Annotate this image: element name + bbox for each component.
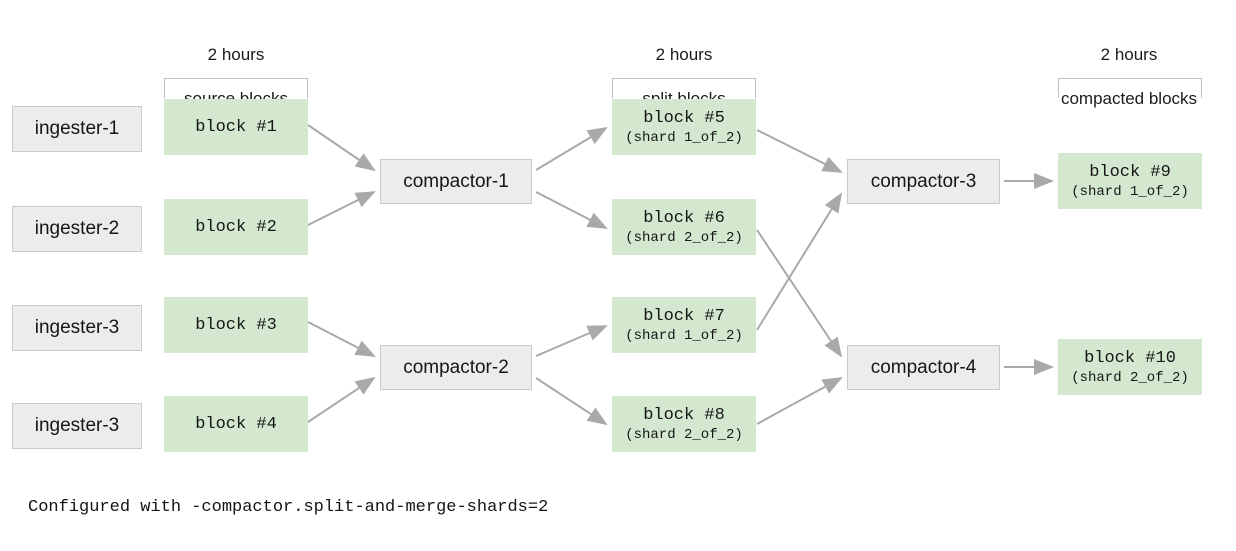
block-label: block #5 — [643, 108, 725, 128]
block-shard-label: (shard 2_of_2) — [1071, 369, 1189, 386]
edge-compactor2-block8 — [535, 377, 608, 426]
compactor-node-1[interactable]: compactor-1 — [380, 159, 532, 204]
block-label: block #3 — [195, 315, 277, 335]
source-block-2[interactable]: block #2 — [164, 199, 308, 255]
ingester-label: ingester-1 — [34, 118, 120, 139]
source-block-1[interactable]: block #1 — [164, 99, 308, 155]
block-label: block #4 — [195, 414, 277, 434]
edge-block5-compactor3 — [756, 129, 843, 173]
compactor-label: compactor-1 — [403, 170, 509, 192]
ingester-label: ingester-3 — [34, 317, 120, 338]
edge-compactor2-block7 — [535, 325, 608, 357]
ingester-label: ingester-2 — [34, 218, 120, 239]
ingester-node-3[interactable]: ingester-3 — [12, 305, 142, 351]
block-shard-label: (shard 1_of_2) — [1071, 183, 1189, 200]
block-shard-label: (shard 2_of_2) — [625, 426, 743, 443]
column-heading-compacted-line2: compacted blocks — [1060, 89, 1198, 108]
bracket-compacted-blocks — [1058, 78, 1202, 98]
edge-block6-compactor4 — [756, 229, 843, 358]
block-label: block #10 — [1084, 348, 1176, 368]
compactor-node-4[interactable]: compactor-4 — [847, 345, 1000, 390]
source-block-3[interactable]: block #3 — [164, 297, 308, 353]
compactor-node-2[interactable]: compactor-2 — [380, 345, 532, 390]
block-label: block #9 — [1089, 162, 1171, 182]
ingester-label: ingester-3 — [34, 415, 120, 436]
block-label: block #1 — [195, 117, 277, 137]
column-heading-compacted: 2 hours compacted blocks — [1039, 22, 1219, 132]
block-label: block #7 — [643, 306, 725, 326]
block-label: block #2 — [195, 217, 277, 237]
source-block-4[interactable]: block #4 — [164, 396, 308, 452]
edge-block3-compactor2 — [307, 321, 376, 357]
split-block-6[interactable]: block #6 (shard 2_of_2) — [612, 199, 756, 255]
compactor-label: compactor-4 — [870, 356, 977, 378]
block-shard-label: (shard 2_of_2) — [625, 229, 743, 246]
block-shard-label: (shard 1_of_2) — [625, 327, 743, 344]
split-block-7[interactable]: block #7 (shard 1_of_2) — [612, 297, 756, 353]
diagram-caption: Configured with -compactor.split-and-mer… — [28, 498, 549, 517]
column-heading-source-line1: 2 hours — [207, 45, 265, 64]
split-block-5[interactable]: block #5 (shard 1_of_2) — [612, 99, 756, 155]
compactor-label: compactor-2 — [403, 356, 509, 378]
block-shard-label: (shard 1_of_2) — [625, 129, 743, 146]
compacted-block-9[interactable]: block #9 (shard 1_of_2) — [1058, 153, 1202, 209]
compacted-block-10[interactable]: block #10 (shard 2_of_2) — [1058, 339, 1202, 395]
bracket-source-blocks — [164, 78, 308, 98]
ingester-node-1[interactable]: ingester-1 — [12, 106, 142, 152]
edge-compactor1-block6 — [535, 191, 608, 229]
ingester-node-2[interactable]: ingester-2 — [12, 206, 142, 252]
edge-block8-compactor4 — [756, 377, 843, 425]
edge-block2-compactor1 — [307, 191, 376, 226]
split-block-8[interactable]: block #8 (shard 2_of_2) — [612, 396, 756, 452]
ingester-node-4[interactable]: ingester-3 — [12, 403, 142, 449]
column-heading-compacted-line1: 2 hours — [1100, 45, 1158, 64]
block-label: block #6 — [643, 208, 725, 228]
compactor-label: compactor-3 — [870, 170, 977, 192]
compactor-node-3[interactable]: compactor-3 — [847, 159, 1000, 204]
edge-compactor1-block5 — [535, 126, 608, 171]
bracket-split-blocks — [612, 78, 756, 98]
column-heading-split-line1: 2 hours — [655, 45, 713, 64]
edge-block7-compactor3 — [756, 192, 843, 331]
edge-block4-compactor2 — [307, 376, 376, 423]
block-label: block #8 — [643, 405, 725, 425]
